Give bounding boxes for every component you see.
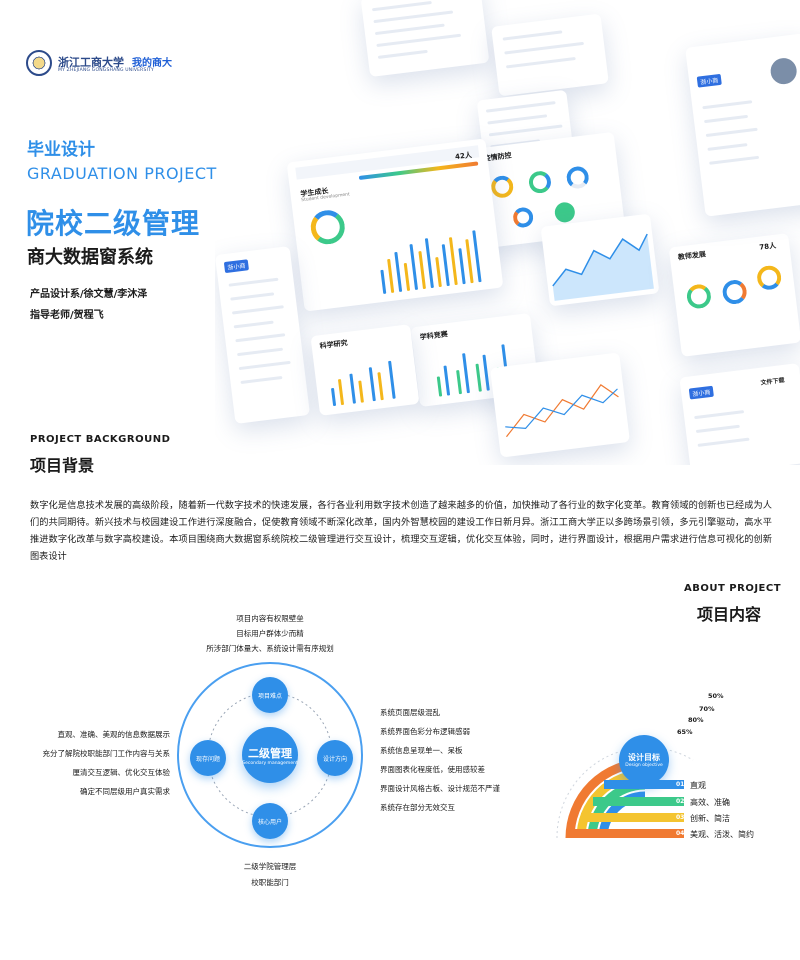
mock-card-files: 浙小商 文件下载 xyxy=(679,363,800,465)
goal-bar-04: 04 xyxy=(570,829,684,838)
top-notes: 项目内容有权限壁垒 目标用户群体少而精 所涉部门体量大、系统设计需有序规划 xyxy=(206,614,334,653)
mock-line-chart xyxy=(505,384,619,438)
goals-center-title: 设计目标 xyxy=(628,753,660,762)
logo-text: 浙江工商大学我的商大 MY ZHEJIANG GONGSHANG UNIVERS… xyxy=(58,52,172,75)
mock-card-list-top xyxy=(491,13,609,97)
node-difficulty: 项目难点 xyxy=(252,677,288,713)
pct-01: 50% xyxy=(708,692,724,700)
goals-center-en: Design objective xyxy=(625,763,663,768)
background-heading-en: PROJECT BACKGROUND xyxy=(30,434,171,445)
goal-label-04: 美观、活泼、简约 xyxy=(690,830,754,839)
background-heading-cn: 项目背景 xyxy=(30,456,95,475)
mock-card-teacher: 教师发展 78人 xyxy=(668,233,800,357)
goal-bar-02: 02 xyxy=(593,797,684,806)
node-core-users: 核心用户 xyxy=(252,803,288,839)
university-seal-icon xyxy=(26,50,52,76)
university-logo: 浙江工商大学我的商大 MY ZHEJIANG GONGSHANG UNIVERS… xyxy=(26,50,172,76)
pct-04: 65% xyxy=(677,728,693,736)
background-paragraph: 数字化是信息技术发展的高级阶段，随着新一代数字技术的快速发展，各行各业利用数字技… xyxy=(30,500,772,562)
center-node-en: Secondary management xyxy=(242,760,298,766)
project-subtitle: 商大数据窗系统 xyxy=(27,247,153,268)
mock-card-profile: 浙小商 xyxy=(685,33,800,217)
dashboard-mockup-collage: 疫情防控 学生成长 Student development 42人 浙小商 xyxy=(215,0,800,465)
left-notes: 直观、准确、美观的信息数据展示 充分了解院校职能部门工作内容与关系 厘清交互逻辑… xyxy=(42,730,171,796)
mock-card-research-2 xyxy=(490,352,630,458)
right-notes: 系统页面层级混乱 系统界面色彩分布逻辑感弱 系统信息呈现单一、呆板 界面图表化程… xyxy=(380,708,500,812)
center-node: 二级管理 Secondary management xyxy=(242,727,298,783)
goal-bar-01: 01 xyxy=(604,780,684,789)
mock-sidebar-nav: 浙小商 xyxy=(215,246,311,424)
goal-label-01: 直观 xyxy=(690,781,706,790)
goals-center: 设计目标 Design objective xyxy=(619,735,669,785)
pct-03: 80% xyxy=(688,716,704,724)
mock-card-menu-top xyxy=(360,0,490,78)
team-info: 产品设计系/徐文慧/李沐泽 xyxy=(30,289,148,300)
goal-label-02: 高效、准确 xyxy=(690,798,730,807)
mock-dashboard-main: 学生成长 Student development 42人 xyxy=(286,138,504,312)
label-cn: 毕业设计 xyxy=(27,140,95,160)
mock-card-research: 科学研究 xyxy=(310,324,420,416)
mock-card-linechart xyxy=(540,213,660,307)
about-heading-en: ABOUT PROJECT xyxy=(684,583,782,594)
school-name-en: MY ZHEJIANG GONGSHANG UNIVERSITY xyxy=(58,68,154,74)
goal-label-03: 创新、简洁 xyxy=(690,814,730,823)
center-node-title: 二级管理 xyxy=(248,746,292,760)
goal-bar-03: 03 xyxy=(581,813,684,822)
pct-02: 70% xyxy=(699,705,715,713)
advisor-info: 指导老师/贺程飞 xyxy=(30,310,104,321)
node-problems: 现存问题 xyxy=(190,740,226,776)
bottom-notes: 二级学院管理层 校职能部门 xyxy=(243,862,297,887)
about-heading-cn: 项目内容 xyxy=(697,605,762,624)
school-name-cn: 浙江工商大学 xyxy=(58,55,124,69)
label-en: GRADUATION PROJECT xyxy=(27,164,217,183)
mock-area-chart xyxy=(552,233,654,301)
slogan: 我的商大 xyxy=(132,57,172,69)
node-direction: 设计方向 xyxy=(317,740,353,776)
project-title: 院校二级管理 xyxy=(26,207,201,240)
